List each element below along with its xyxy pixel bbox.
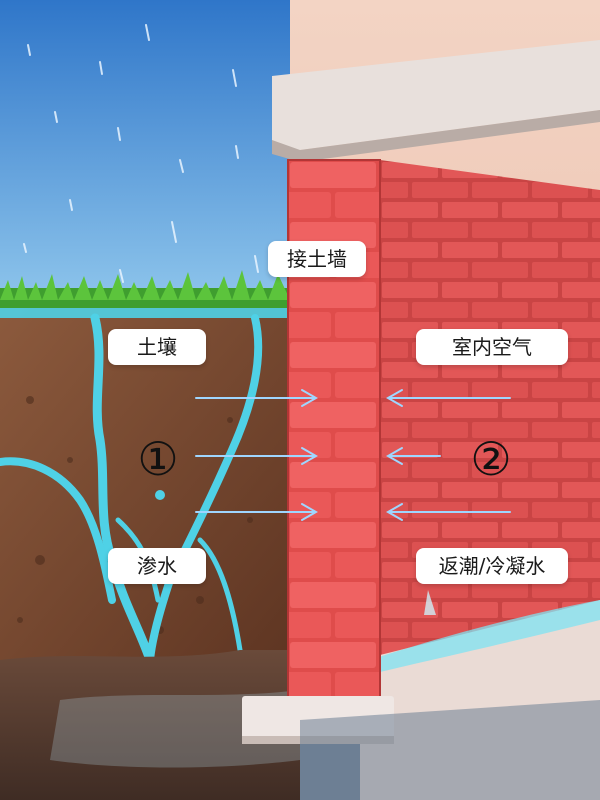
sky (0, 0, 300, 305)
condensation-water (370, 600, 600, 672)
soil-stones (17, 396, 253, 634)
ceiling-slab (272, 40, 600, 150)
surface-water (0, 308, 290, 318)
soil-block (0, 308, 290, 668)
mud-puddle (0, 650, 300, 800)
puddle-water (50, 690, 300, 768)
moisture-arrows-soil (195, 389, 319, 521)
indoor-air-label: 室内空气 (416, 329, 568, 365)
rain-drops (23, 24, 259, 283)
damp-condensation-label: 返潮/冷凝水 (416, 548, 568, 584)
marker-two: ② (470, 432, 512, 486)
ground-water-pool (300, 700, 600, 800)
wall-label: 接土墙 (268, 241, 366, 277)
grass (0, 270, 290, 308)
soil-label: 土壤 (108, 329, 206, 365)
seepage-label: 渗水 (108, 548, 206, 584)
moisture-arrows-indoor (385, 389, 511, 521)
marker-one: ① (137, 432, 179, 486)
